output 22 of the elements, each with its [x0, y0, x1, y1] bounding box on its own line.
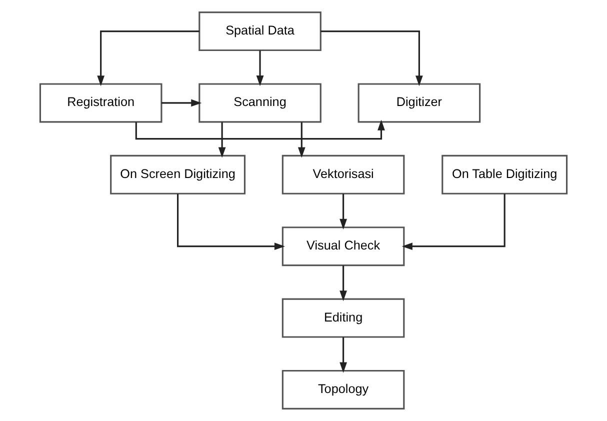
node-box: On Screen Digitizing — [110, 154, 246, 194]
arrow — [340, 266, 347, 302]
node-box: Spatial Data — [198, 12, 322, 52]
arrow — [161, 99, 202, 107]
arrow — [320, 30, 423, 86]
node-box: Vektorisasi — [282, 154, 405, 194]
arrow — [256, 50, 264, 86]
node-box: Visual Check — [282, 226, 405, 266]
arrow — [402, 194, 506, 250]
arrow — [340, 337, 347, 373]
node-box: Registration — [39, 83, 162, 123]
node-box: On Table Digitizing — [442, 154, 568, 194]
node-box: Topology — [282, 370, 405, 410]
arrow — [135, 120, 385, 140]
arrow — [340, 194, 347, 230]
arrow — [218, 122, 226, 158]
arrow — [97, 30, 200, 86]
arrow — [177, 194, 285, 250]
node-box: Scanning — [198, 83, 322, 123]
node-box: Digitizer — [358, 83, 481, 123]
arrow — [298, 122, 306, 158]
node-box: Editing — [282, 298, 405, 338]
